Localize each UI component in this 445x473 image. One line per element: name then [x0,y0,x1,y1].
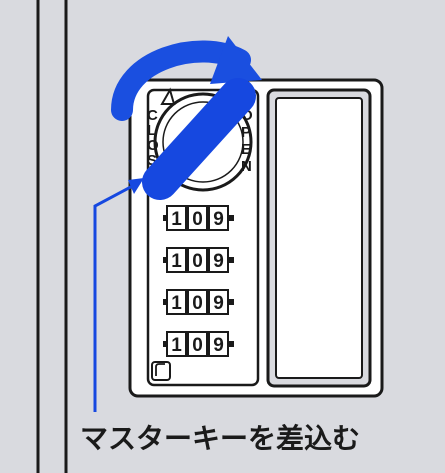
master-key-icon [142,78,256,200]
dial-wheel[interactable] [166,331,187,357]
dial-wheel[interactable] [166,289,187,315]
dial-digit: 1 [171,209,182,230]
dial-wheel[interactable] [208,289,229,315]
dial-digit: 9 [213,209,224,230]
handle-inner [275,97,363,379]
leader-line [93,180,141,412]
dial-digit: 0 [192,335,203,356]
dial-wheel[interactable] [187,247,208,273]
knob-inner-ring [162,101,244,183]
dial-wheel[interactable] [208,205,229,231]
dial-wheel[interactable] [166,247,187,273]
instruction-caption: マスターキーを差込む [80,422,361,455]
dial-digit: 0 [192,209,203,230]
dial-wheel[interactable] [166,205,187,231]
dial-wheel[interactable] [208,247,229,273]
close-letter-3: S [147,152,157,169]
dial-digit: 9 [213,335,224,356]
dial-digit: 0 [192,293,203,314]
dial-wheel[interactable] [187,205,208,231]
close-letter-1: L [147,122,156,139]
open-letter-1: P [241,124,251,141]
rotation-arrowhead-icon [210,36,262,84]
open-letter-2: E [241,141,251,158]
dial-digit: 1 [171,293,182,314]
close-letter-2: O [147,137,159,154]
rotate-symbol-stroke [155,363,165,376]
dial-digit: 0 [192,251,203,272]
dial-wheel[interactable] [187,331,208,357]
dial-digit: 1 [171,251,182,272]
dial-digit: 9 [213,251,224,272]
open-letter-3: N [241,158,252,175]
leader-arrowhead-icon [128,178,144,194]
dial-digit: 9 [213,293,224,314]
close-letter-0: C [147,107,158,124]
dial-wheel[interactable] [208,331,229,357]
dial-wheel[interactable] [187,289,208,315]
dial-digit: 1 [171,335,182,356]
pointer-icon [160,87,176,105]
